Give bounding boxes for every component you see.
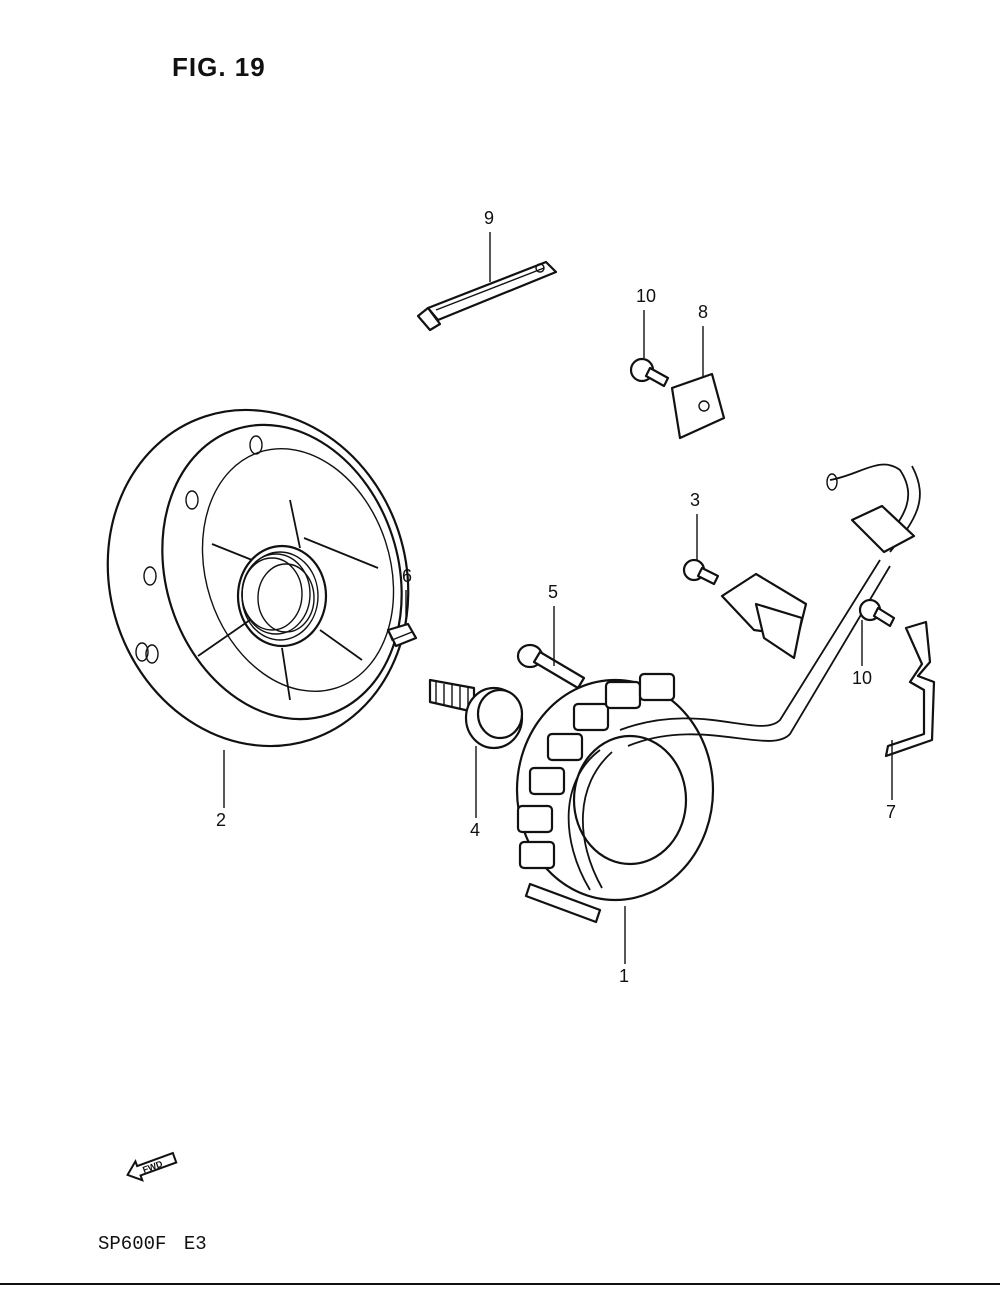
callout-2: 2: [216, 750, 226, 830]
screw-top: [629, 357, 670, 388]
cable-clamp-long: [416, 260, 558, 332]
lead-bracket: [884, 620, 936, 758]
callout-label-5: 5: [548, 582, 558, 602]
pickup-coil: [720, 572, 808, 660]
screw-right: [858, 598, 896, 628]
callout-1: 1: [619, 906, 629, 986]
callout-label-2: 2: [216, 810, 226, 830]
fwd-label: FWD: [141, 1158, 164, 1175]
fwd-arrow-icon: FWD: [126, 1151, 178, 1182]
callout-6: 6: [402, 566, 412, 624]
callout-7: 7: [886, 740, 896, 822]
callout-label-6: 6: [402, 566, 412, 586]
pickup-screw: [682, 558, 720, 586]
callout-label-10-right: 10: [852, 668, 872, 688]
stator-screw: [516, 643, 586, 690]
callout-label-1: 1: [619, 966, 629, 986]
stator-coil: [515, 672, 715, 924]
callout-10-top: 10: [636, 286, 656, 358]
rotor-bolt: [428, 678, 524, 750]
callout-9: 9: [484, 208, 494, 282]
region-code: E3: [183, 1233, 207, 1255]
callout-8: 8: [698, 302, 708, 378]
footer-model: SP600F E3: [98, 1233, 213, 1255]
callout-label-8: 8: [698, 302, 708, 322]
wire-clamp: [670, 372, 726, 440]
callout-label-7: 7: [886, 802, 896, 822]
callout-5: 5: [548, 582, 558, 666]
callout-label-4: 4: [470, 820, 480, 840]
page-bottom-rule: [0, 1283, 1000, 1285]
callout-label-9: 9: [484, 208, 494, 228]
woodruff-key: [386, 622, 418, 648]
figure-title: FIG. 19: [172, 52, 266, 82]
callout-10-right: 10: [852, 620, 872, 688]
callout-label-10-top: 10: [636, 286, 656, 306]
model-code: SP600F: [98, 1233, 167, 1255]
callout-label-3: 3: [690, 490, 700, 510]
wire-harness: [619, 463, 921, 747]
callout-4: 4: [470, 746, 480, 840]
callout-3: 3: [690, 490, 700, 560]
rotor-flywheel: [106, 408, 410, 748]
